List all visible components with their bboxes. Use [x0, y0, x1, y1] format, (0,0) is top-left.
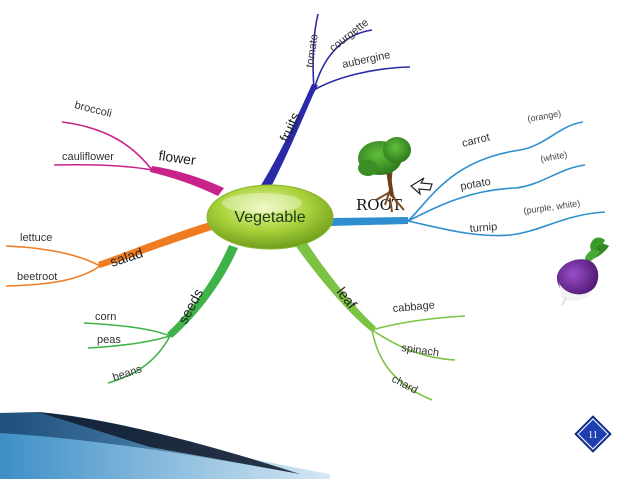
item-carrot: carrot: [461, 131, 491, 149]
salad-twig-beetroot: [5, 265, 101, 287]
item-lettuce: lettuce: [20, 232, 52, 244]
flower-main-stroke: [150, 166, 224, 196]
item-corn: corn: [95, 311, 116, 323]
flower-twig-cauliflower: [53, 163, 153, 171]
fruits-twig-tomato: [312, 13, 319, 91]
root-twig-carrot: [407, 121, 584, 222]
flower-twig-broccoli: [61, 121, 153, 171]
center-node: Vegetable: [206, 184, 334, 250]
slide-number-badge: 11: [574, 415, 612, 453]
salad-twig-lettuce: [5, 245, 101, 267]
branch-flower: flower broccoli cauliflower: [53, 99, 224, 196]
leaf-main-stroke: [295, 240, 376, 332]
slide-number: 11: [588, 430, 598, 441]
seeds-twig-corn: [83, 322, 171, 337]
center-label: Vegetable: [234, 209, 305, 226]
item-peas: peas: [97, 334, 121, 346]
flower-label: flower: [158, 147, 198, 168]
item-chard: chard: [390, 373, 420, 397]
seeds-main-stroke: [167, 245, 238, 338]
salad-label: salad: [108, 244, 145, 270]
item-courgette: courgette: [327, 17, 371, 55]
item-potato-note: (white): [540, 149, 568, 164]
seeds-twig-beans: [107, 335, 171, 384]
leaf-twig-spinach: [371, 329, 456, 361]
fruits-twig-courgette: [313, 29, 373, 91]
item-turnip: turnip: [469, 221, 497, 235]
root-twig-potato: [407, 164, 586, 222]
item-carrot-note: (orange): [527, 108, 562, 124]
tree-icon: [358, 137, 411, 213]
seeds-twig-peas: [87, 335, 171, 349]
item-cauliflower: cauliflower: [62, 151, 114, 163]
item-broccoli: broccoli: [73, 99, 113, 120]
item-cabbage: cabbage: [392, 299, 435, 315]
arrow-icon: [409, 177, 433, 196]
item-beans: beans: [111, 363, 144, 384]
fruits-label: fruits: [276, 110, 303, 144]
branch-root: ROOT carrot (orange) potato (white) turn…: [330, 108, 609, 306]
leaf-twig-cabbage: [371, 315, 466, 331]
item-aubergine: aubergine: [341, 49, 391, 71]
item-beetroot: beetroot: [17, 271, 57, 283]
fruits-twig-aubergine: [313, 66, 411, 91]
salad-main-stroke: [98, 222, 212, 268]
item-tomato: tomato: [304, 33, 321, 68]
branch-leaf: leaf cabbage spinach chard: [295, 240, 466, 401]
root-main-stroke: [330, 217, 408, 226]
item-potato: potato: [459, 176, 491, 193]
item-spinach: spinach: [401, 342, 440, 359]
item-turnip-note: (purple, white): [523, 198, 581, 216]
branch-seeds: seeds corn peas beans: [83, 245, 238, 384]
leaf-twig-chard: [371, 329, 433, 401]
turnip-icon: [556, 237, 609, 306]
root-twig-turnip: [407, 211, 606, 237]
branch-salad: salad lettuce beetroot: [5, 222, 212, 287]
slide-swoosh: [0, 412, 330, 479]
fruits-main-stroke: [258, 84, 318, 193]
